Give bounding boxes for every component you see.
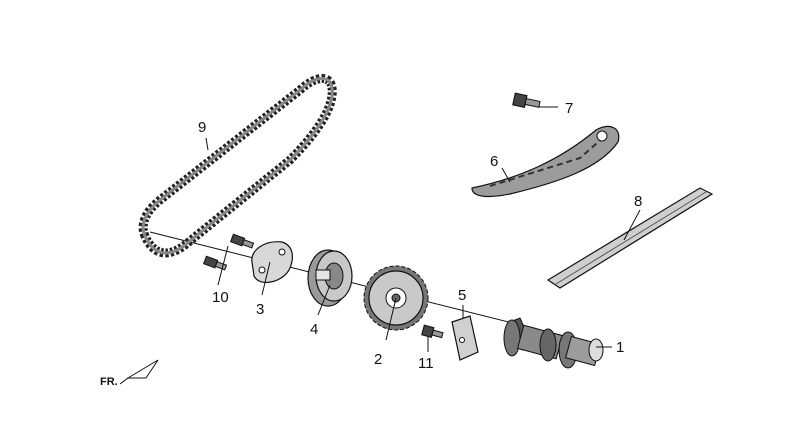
callout-1: 1 [616, 339, 624, 356]
lock-plate [451, 315, 479, 361]
callout-7: 7 [565, 100, 573, 117]
retaining-plate [251, 241, 293, 284]
decompressor-hub [307, 249, 353, 307]
camshaft [503, 317, 604, 369]
tensioner-bolt [512, 92, 541, 108]
chain-guide [546, 187, 714, 289]
bolt-pair [202, 233, 255, 271]
callout-4: 4 [310, 321, 318, 338]
front-direction-indicator: FR. [100, 359, 159, 388]
leader-lines [205, 106, 641, 352]
callout-5: 5 [458, 287, 466, 304]
small-bolt [421, 324, 444, 339]
callout-8: 8 [634, 193, 642, 210]
callout-11: 11 [418, 355, 434, 372]
callout-6: 6 [490, 153, 498, 170]
callout-2: 2 [374, 351, 382, 368]
timing-chain [138, 74, 337, 258]
callout-10: 10 [212, 289, 229, 306]
callout-3: 3 [256, 301, 264, 318]
front-label: FR. [100, 376, 118, 388]
callout-9: 9 [198, 119, 206, 136]
